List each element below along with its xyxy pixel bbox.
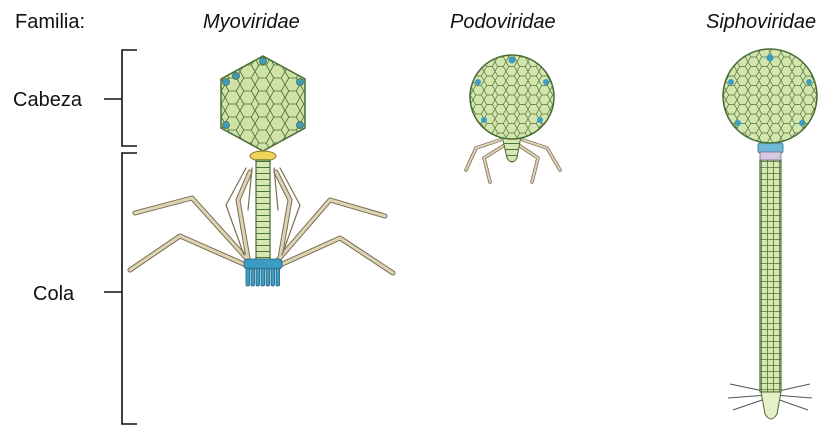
siphoviridae-capsid [723,49,817,143]
siphoviridae-tail-tip [761,392,781,419]
cabeza-bracket [104,50,137,146]
siphoviridae-connector [760,152,781,160]
podoviridae-phage [466,55,560,182]
myoviridae-baseplate [244,259,282,286]
podoviridae-capsid [470,55,554,139]
siphoviridae-tail-tube [760,160,781,392]
myoviridae-tail-sheath [256,160,270,260]
cola-bracket [104,153,137,424]
myoviridae-phage [130,56,393,286]
siphoviridae-portal [758,143,783,153]
myoviridae-capsid [221,56,305,151]
siphoviridae-phage [723,49,817,419]
podoviridae-short-tail [502,136,521,162]
